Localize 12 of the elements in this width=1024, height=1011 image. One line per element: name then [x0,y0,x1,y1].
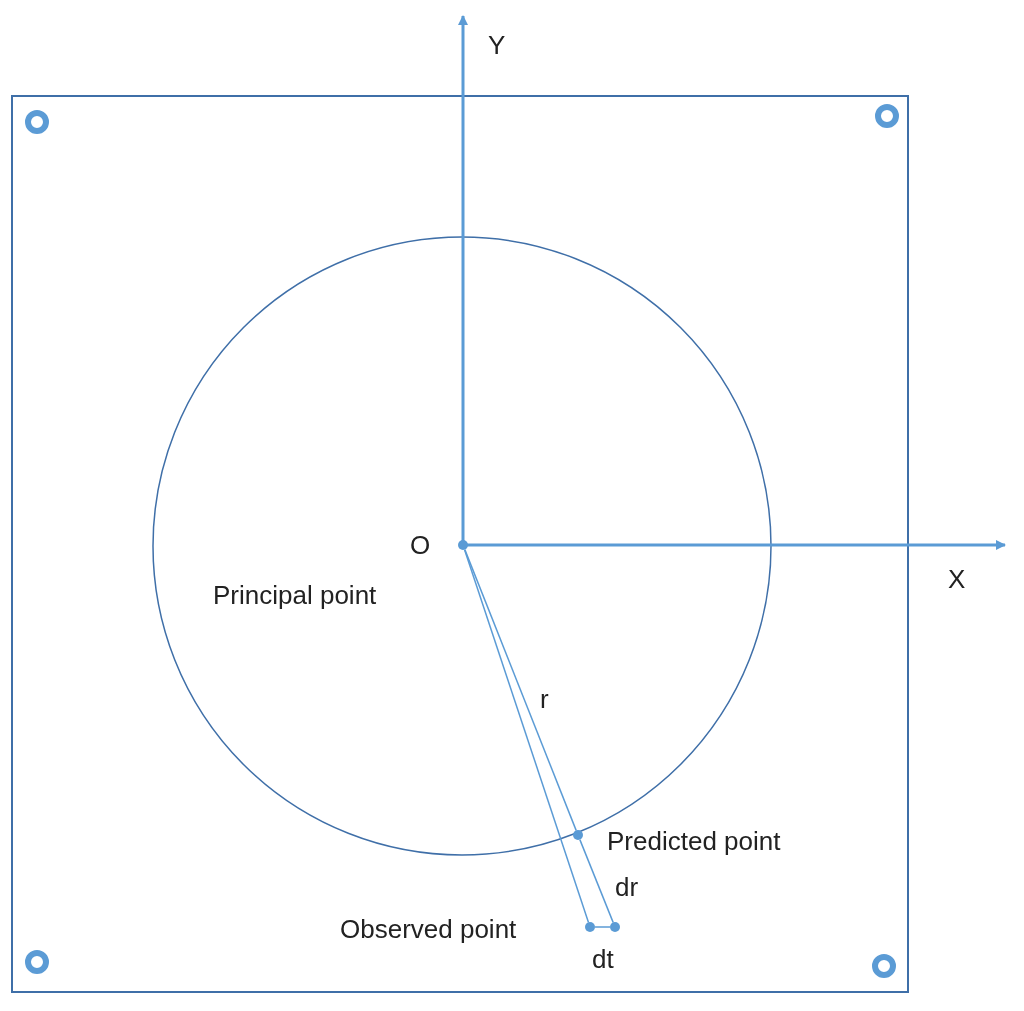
edge-label: r [540,684,549,714]
edge-label: dr [615,872,639,902]
connector-line [579,838,614,924]
origin-label: O [410,530,431,560]
point-label: Principal point [213,580,377,610]
connector-line [594,926,611,928]
edge-label: dt [592,944,614,974]
connector-line [463,549,590,923]
point-label: Observed point [340,914,517,944]
axis-label: Y [488,30,506,60]
axis-label: X [948,564,966,594]
point-label: Predicted point [607,826,781,856]
